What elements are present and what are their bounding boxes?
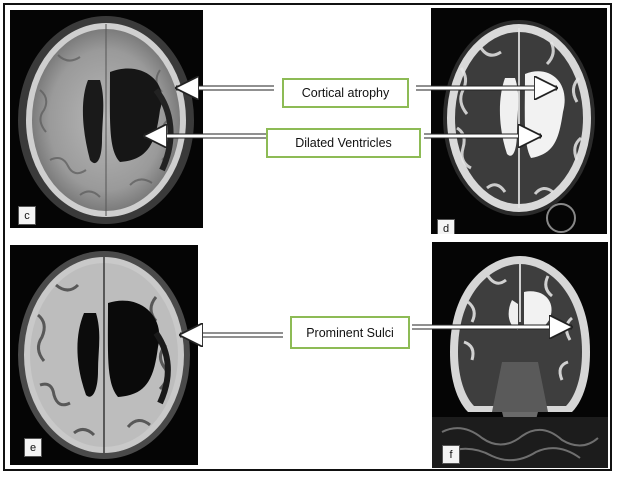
panel-letter-e: e [24,438,42,457]
label-dilated-ventricles: Dilated Ventricles [266,128,421,158]
panel-letter-d: d [437,219,455,234]
mri-panel-d: d [431,8,607,234]
coronal-t2-brain-image [432,256,608,468]
label-prominent-sulci: Prominent Sulci [290,316,410,349]
axial-t1-brain-image [18,16,194,224]
axial-t2-brain-image [443,20,595,233]
panel-letter-f: f [442,445,460,464]
label-cortical-atrophy: Cortical atrophy [282,78,409,108]
mri-panel-c: c [10,10,203,228]
mri-panel-f: f [432,242,608,468]
panel-letter-c: c [18,206,36,225]
mri-panel-e: e [10,245,198,465]
axial-flair-brain-image [18,251,190,459]
